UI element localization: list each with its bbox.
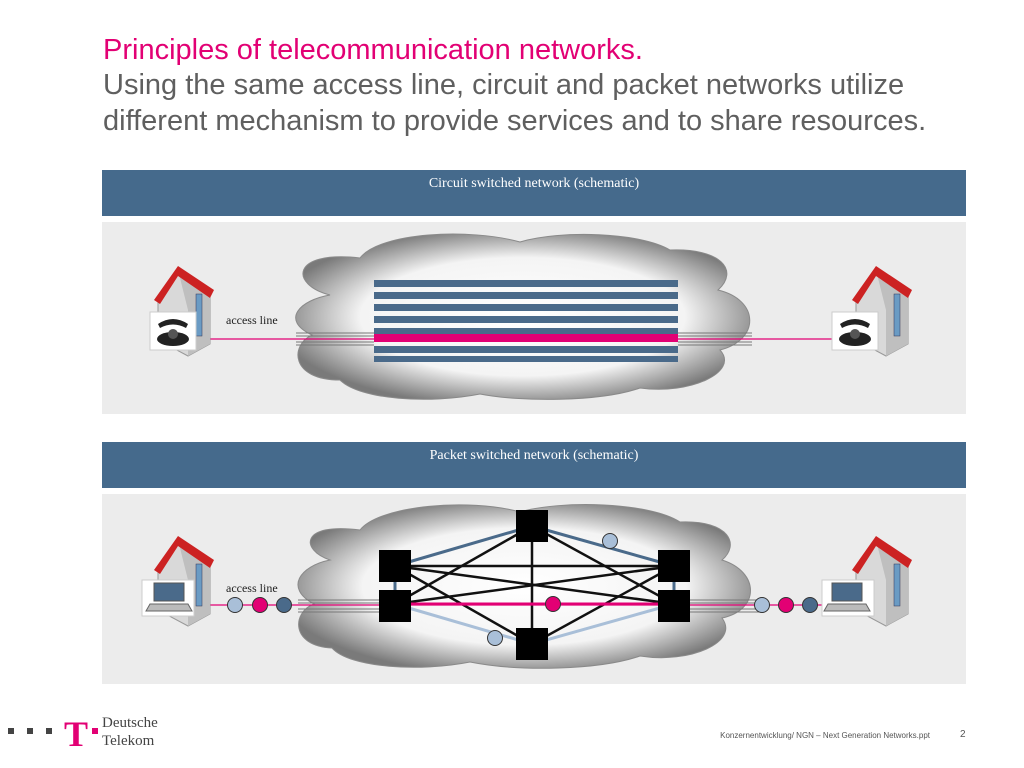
title-line-2: Using the same access line, circuit and … (103, 69, 927, 137)
deutsche-telekom-logo: T Deutsche Telekom (0, 708, 200, 754)
packet-icon (802, 597, 818, 613)
logo-dot (92, 728, 98, 734)
laptop-icon (141, 579, 195, 617)
packet-icon (602, 533, 618, 549)
router-icon (516, 510, 548, 542)
packet-icon (545, 596, 561, 612)
footer-filename: Konzernentwicklung/ NGN – Next Generatio… (720, 731, 930, 740)
telephone-icon (831, 311, 879, 351)
packet-outer-links (393, 524, 676, 646)
routers (379, 510, 690, 660)
circuit-channel (374, 328, 678, 335)
slide-title: Principles of telecommunication networks… (103, 34, 983, 170)
logo-line-1: Deutsche (102, 715, 158, 731)
router-icon (379, 550, 411, 582)
circuit-channel (374, 356, 678, 362)
page-number: 2 (960, 729, 966, 740)
telephone-icon (149, 311, 197, 351)
circuit-channel-active (374, 334, 678, 342)
circuit-channel (374, 316, 678, 323)
packet-access-trunk (298, 599, 760, 613)
logo-dot (8, 728, 14, 734)
packet-icon (487, 630, 503, 646)
logo-t-mark: T (64, 714, 88, 752)
circuit-access-label: access line (226, 313, 278, 327)
circuit-channel (374, 280, 678, 287)
circuit-channel (374, 346, 678, 353)
packet-icon (252, 597, 268, 613)
packets (227, 533, 818, 646)
packet-icon (276, 597, 292, 613)
circuit-access-trunk (296, 332, 752, 346)
packet-icon (227, 597, 243, 613)
circuit-header-label: Circuit switched network (schematic) (428, 176, 640, 191)
packet-header: Packet switched network (schematic) (102, 442, 966, 488)
logo-dot (46, 728, 52, 734)
packet-header-label: Packet switched network (schematic) (429, 448, 639, 463)
logo-line-2: Telekom (102, 733, 155, 749)
circuit-header: Circuit switched network (schematic) (102, 170, 966, 216)
packet-icon (754, 597, 770, 613)
laptop-icon (821, 579, 875, 617)
title-line-1: Principles of telecommunication networks… (103, 34, 643, 66)
router-icon (658, 590, 690, 622)
circuit-channel (374, 292, 678, 299)
router-icon (379, 590, 411, 622)
circuit-channel (374, 304, 678, 311)
logo-dot (27, 728, 33, 734)
circuit-channels (374, 280, 678, 362)
router-icon (658, 550, 690, 582)
router-icon (516, 628, 548, 660)
packet-access-label: access line (226, 581, 278, 595)
packet-icon (778, 597, 794, 613)
